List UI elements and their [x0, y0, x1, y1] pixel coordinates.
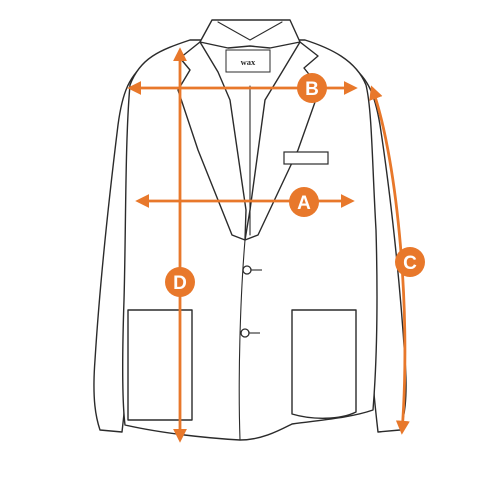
measurement-c-line — [369, 85, 410, 435]
left-lower-pocket — [127, 309, 193, 421]
button-bottom — [240, 328, 260, 338]
brand-label: wax — [241, 57, 256, 67]
right-lower-pocket — [291, 309, 357, 419]
measurement-a-label: A — [297, 193, 311, 214]
button-top — [242, 265, 262, 275]
breast-pocket — [283, 151, 329, 165]
measurement-d-badge: D — [165, 267, 195, 297]
measurement-c-label: C — [403, 253, 417, 274]
measurement-c-badge: C — [395, 247, 425, 277]
measurement-d-label: D — [173, 273, 187, 294]
collar — [199, 19, 301, 49]
measurement-a-badge: A — [289, 187, 319, 217]
brand-tag — [225, 49, 271, 73]
measurement-b-badge: B — [297, 73, 327, 103]
measurement-b-label: B — [305, 79, 319, 100]
center-front — [238, 239, 246, 441]
